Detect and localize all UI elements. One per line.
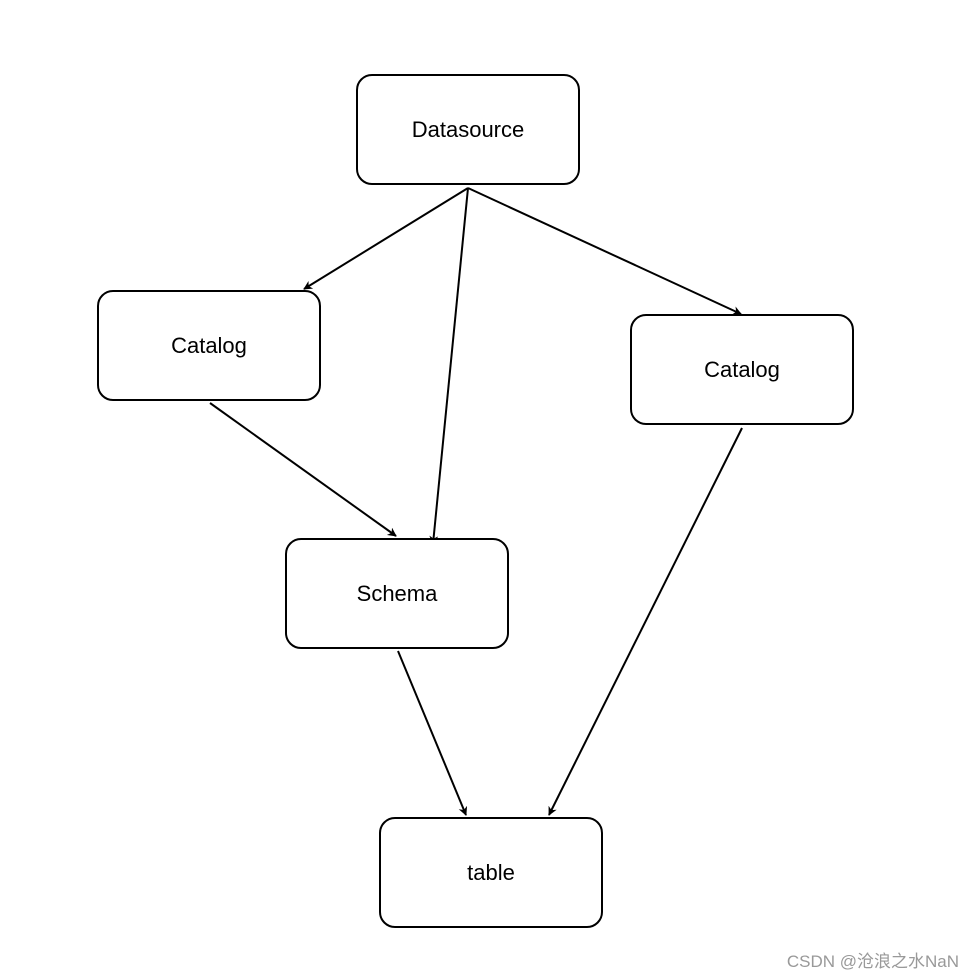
edge-datasource-to-catalog-right xyxy=(467,187,742,315)
edge-datasource-to-schema xyxy=(429,187,469,545)
watermark: CSDN @沧浪之水NaN xyxy=(786,952,959,971)
node-datasource: Datasource xyxy=(356,74,580,185)
node-schema: Schema xyxy=(285,538,509,649)
node-catalog-left: Catalog xyxy=(97,290,321,401)
node-catalog-left-label: Catalog xyxy=(171,332,247,358)
node-catalog-right-label: Catalog xyxy=(704,356,780,382)
node-catalog-right: Catalog xyxy=(630,314,854,425)
node-schema-label: Schema xyxy=(356,580,438,606)
edge-schema-to-table xyxy=(397,650,468,816)
node-table-label: table xyxy=(467,859,515,885)
node-datasource-label: Datasource xyxy=(411,116,525,142)
edge-datasource-to-catalog-left xyxy=(303,187,469,290)
edge-catalog-right-to-table xyxy=(548,427,743,816)
edge-catalog-left-to-schema xyxy=(209,402,397,537)
node-table: table xyxy=(379,817,603,928)
